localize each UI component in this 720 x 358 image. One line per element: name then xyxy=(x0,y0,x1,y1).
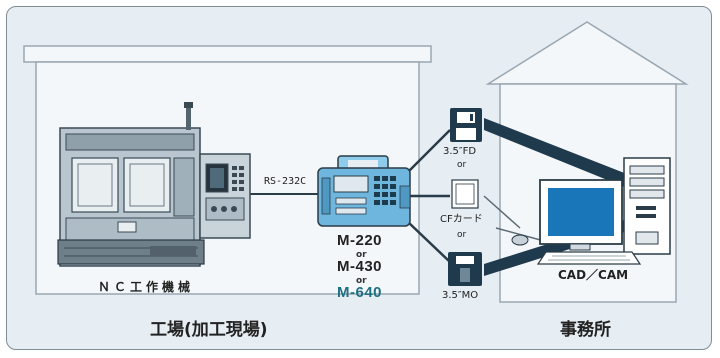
floppy-disk-icon xyxy=(450,108,482,142)
computer-icon xyxy=(511,157,671,265)
cad-cam-label: CAD／CAM xyxy=(558,268,629,282)
cf-card-label: CFカード xyxy=(440,214,483,225)
mo-label: 3.5″MO xyxy=(442,290,479,301)
nc-machine-label: ＮＣ工作機械 xyxy=(98,280,195,294)
cf-card-icon xyxy=(451,179,479,209)
media-or-label-2: or xyxy=(457,230,467,240)
data-transfer-device-icon xyxy=(317,155,411,227)
model-m220: M-220 xyxy=(337,232,383,249)
fd-label: 3.5″FD xyxy=(443,146,477,157)
or-label-2: or xyxy=(356,276,367,286)
media-or-label-1: or xyxy=(457,160,467,170)
mo-disk-icon xyxy=(448,252,482,286)
factory-title: 工場(加工現場) xyxy=(150,320,268,340)
or-label-1: or xyxy=(356,250,367,260)
model-m430: M-430 xyxy=(337,258,383,275)
nc-machine-icon xyxy=(57,102,251,267)
model-m640: M-640 xyxy=(337,284,383,301)
office-title: 事務所 xyxy=(560,320,611,340)
rs232c-label: RS-232C xyxy=(264,176,307,187)
